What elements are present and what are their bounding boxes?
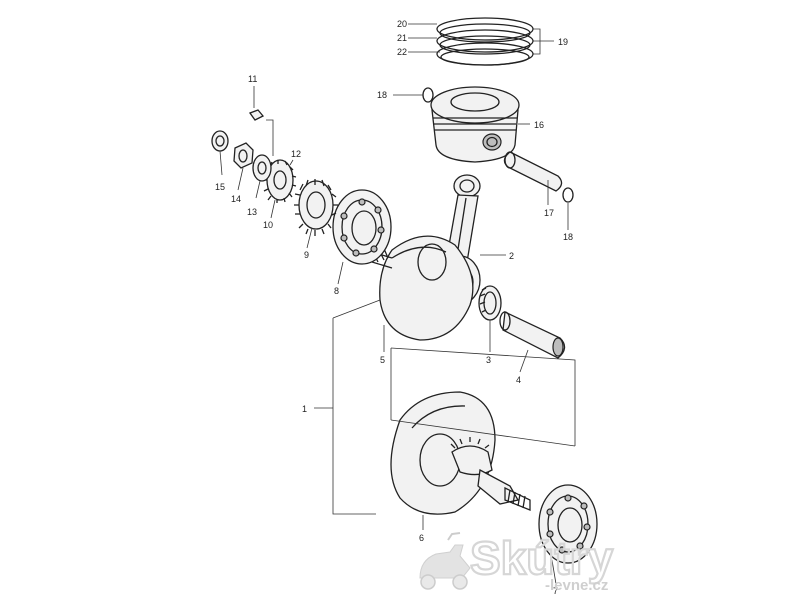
crank-web-lower bbox=[390, 391, 531, 515]
callout-12: 12 bbox=[291, 149, 301, 159]
watermark-domain-text: -levne.cz bbox=[545, 577, 608, 594]
callout-22: 22 bbox=[397, 47, 407, 57]
needle-bearing bbox=[478, 285, 502, 321]
callout-15: 15 bbox=[215, 182, 225, 192]
crank-pin bbox=[499, 311, 566, 359]
callout-7: 7 bbox=[553, 586, 558, 596]
callout-21: 21 bbox=[397, 33, 407, 43]
callout-5: 5 bbox=[380, 355, 385, 365]
woodruff-key bbox=[248, 109, 265, 121]
callout-9: 9 bbox=[304, 250, 309, 260]
callout-13: 13 bbox=[247, 207, 257, 217]
piston-rings bbox=[436, 17, 534, 66]
crank-web-upper bbox=[369, 235, 474, 341]
callout-16: 16 bbox=[534, 120, 544, 130]
piston bbox=[430, 86, 520, 163]
nut bbox=[233, 142, 254, 169]
callout-3: 3 bbox=[486, 355, 491, 365]
scooter-icon bbox=[419, 532, 471, 590]
ball-bearing-right bbox=[538, 484, 598, 564]
callout-10: 10 bbox=[263, 220, 273, 230]
callout-6: 6 bbox=[419, 533, 424, 543]
callout-1: 1 bbox=[302, 404, 307, 414]
callout-labels: 20 21 22 19 18 16 17 18 2 3 4 5 1 6 7 8 … bbox=[215, 19, 573, 596]
spacer-washer bbox=[211, 130, 229, 152]
callout-17: 17 bbox=[544, 208, 554, 218]
watermark: Skútry -levne.cz bbox=[419, 531, 615, 594]
circlip-top bbox=[422, 87, 434, 103]
callout-18-top: 18 bbox=[377, 90, 387, 100]
callout-11: 11 bbox=[248, 74, 257, 84]
callout-2: 2 bbox=[509, 251, 514, 261]
leader-lines bbox=[219, 23, 569, 585]
assembly-guides bbox=[332, 299, 576, 515]
callout-20: 20 bbox=[397, 19, 407, 29]
callout-19: 19 bbox=[558, 37, 568, 47]
callout-8: 8 bbox=[334, 286, 339, 296]
ball-bearing-left bbox=[332, 189, 392, 265]
callout-4: 4 bbox=[516, 375, 521, 385]
circlip-right bbox=[562, 187, 574, 203]
gear-large bbox=[294, 179, 338, 236]
watermark-logo-text: Skútry bbox=[470, 532, 614, 584]
callout-14: 14 bbox=[231, 194, 241, 204]
piston-pin bbox=[503, 151, 563, 192]
callout-18-right: 18 bbox=[563, 232, 573, 242]
washer bbox=[252, 154, 272, 182]
